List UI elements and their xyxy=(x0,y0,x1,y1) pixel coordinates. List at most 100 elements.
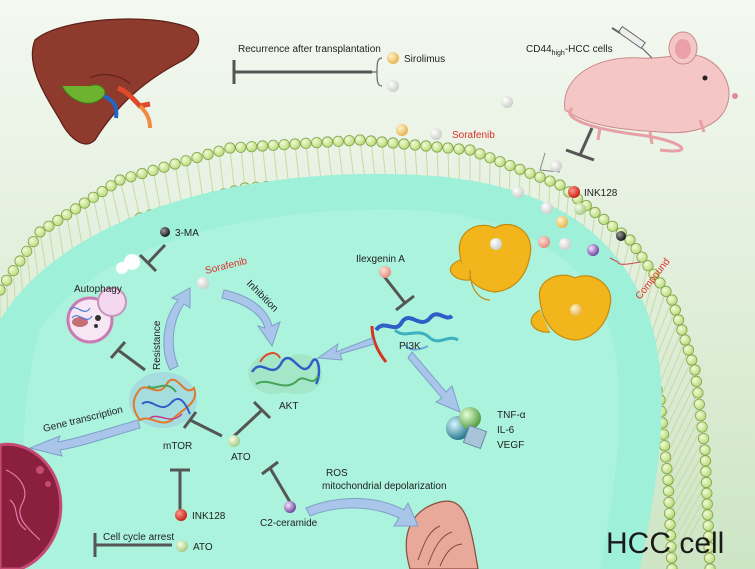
cell-cycle-label: Cell cycle arrest xyxy=(103,532,174,543)
membrane-outer-bead xyxy=(699,444,711,456)
membrane-outer-bead xyxy=(300,137,312,149)
membrane-outer-bead xyxy=(624,234,636,246)
3ma-molecule xyxy=(160,227,170,237)
arrow-pi3k-to-akt xyxy=(316,337,375,361)
membrane-inner-bead xyxy=(665,552,678,564)
membrane-outer-bead xyxy=(524,167,536,179)
membrane-outer-bead xyxy=(7,265,19,277)
membrane-inner-bead xyxy=(664,529,677,542)
dna-helix-3ma xyxy=(69,307,93,320)
membrane-outer-bead xyxy=(702,520,714,532)
mtor-protein xyxy=(129,372,197,428)
inhib-c2-ato xyxy=(268,467,292,503)
inhib-ato-akt xyxy=(230,408,264,440)
tnf-label: TNF-α xyxy=(497,410,526,421)
membrane-outer-bead xyxy=(660,285,672,297)
arrow-gene-transcription xyxy=(28,419,141,457)
sorafenib-molecule-inner xyxy=(197,277,209,289)
membrane-outer-bead xyxy=(676,324,688,336)
mtor-label: mTOR xyxy=(163,441,192,452)
membrane-outer-bead xyxy=(702,530,715,543)
mouse-illustration xyxy=(564,25,738,153)
membrane-outer-bead xyxy=(702,509,714,521)
membrane-outer-bead xyxy=(105,180,117,192)
membrane-outer-bead xyxy=(158,161,170,173)
akt-label: AKT xyxy=(279,401,298,412)
resistance-label: Resistance xyxy=(152,320,163,370)
membrane-outer-bead xyxy=(311,137,323,149)
membrane-outer-bead xyxy=(431,141,443,153)
membrane-outer-bead xyxy=(246,141,258,153)
syringe-icon xyxy=(611,25,653,59)
membrane-outer-bead xyxy=(636,251,648,263)
membrane-outer-bead xyxy=(464,144,476,156)
membrane-outer-bead xyxy=(52,214,64,226)
free-molecule xyxy=(541,202,553,214)
membrane-outer-bead xyxy=(420,140,432,152)
membrane-inner-bead xyxy=(664,518,676,531)
inhib-ilexgenin xyxy=(381,274,407,304)
free-molecule xyxy=(512,186,524,198)
membrane-outer-bead xyxy=(630,243,642,255)
membrane-outer-bead xyxy=(289,138,301,150)
membrane-outer-bead xyxy=(256,140,269,152)
membrane-outer-bead xyxy=(354,134,366,146)
molecules xyxy=(160,52,626,552)
membrane-outer-bead xyxy=(474,148,486,160)
membrane-outer-bead xyxy=(96,186,108,198)
il6-label: IL-6 xyxy=(497,425,515,436)
nucleus xyxy=(0,442,63,569)
hcc-cell-label: HCC cell xyxy=(606,527,724,560)
membrane-outer-bead xyxy=(202,148,214,160)
ink128-molecule-outer xyxy=(568,186,580,198)
membrane-outer-bead xyxy=(534,171,546,183)
membrane-outer-bead xyxy=(235,141,247,153)
sirolimus-label: Sirolimus xyxy=(404,54,445,65)
membrane-inner-bead xyxy=(665,541,677,553)
sirolimus-molecule-2 xyxy=(387,80,399,92)
compound-bracket xyxy=(609,257,641,265)
membrane-outer-bead xyxy=(278,139,290,151)
membrane-outer-bead xyxy=(43,220,55,232)
arrow-resistance xyxy=(163,287,191,371)
free-molecule xyxy=(501,96,513,108)
free-molecule xyxy=(550,160,562,172)
membrane-outer-bead xyxy=(180,155,192,167)
membrane-outer-bead xyxy=(654,277,666,289)
sirolimus-bracket xyxy=(372,57,383,87)
membrane-outer-bead xyxy=(321,136,334,148)
free-molecule xyxy=(556,216,568,228)
membrane-outer-bead xyxy=(78,197,91,209)
cytokine-cluster xyxy=(446,407,488,450)
c2-ceramide-molecule xyxy=(284,501,296,513)
sirolimus-molecule xyxy=(387,52,399,64)
membrane-outer-bead xyxy=(686,354,698,366)
mitochondrion xyxy=(405,500,479,569)
c2-ceramide-label: C2-ceramide xyxy=(260,518,318,529)
membrane-outer-bead xyxy=(701,498,713,510)
membrane-outer-bead xyxy=(484,152,496,164)
membrane-inner-bead xyxy=(662,474,674,486)
membrane-outer-bead xyxy=(598,213,610,225)
membrane-outer-bead xyxy=(666,294,678,306)
membrane-outer-bead xyxy=(27,236,39,248)
membrane-outer-bead xyxy=(136,168,148,180)
membrane-outer-bead xyxy=(514,163,526,175)
membrane-outer-bead xyxy=(387,137,399,149)
free-molecule xyxy=(538,236,550,248)
membrane-outer-bead xyxy=(554,179,566,191)
membrane-outer-bead xyxy=(14,255,26,267)
recurrence-label: Recurrence after transplantation xyxy=(238,44,381,55)
membrane-outer-bead xyxy=(398,138,410,150)
membrane-outer-bead xyxy=(191,152,203,164)
ato-bottom-label: ATO xyxy=(193,542,213,553)
ink128-inner-label: INK128 xyxy=(192,511,226,522)
membrane-outer-bead xyxy=(690,375,703,387)
inhib-ink128-mouse xyxy=(578,127,594,156)
sorafenib-molecule-outer xyxy=(396,124,408,136)
membrane-outer-bead xyxy=(672,314,685,326)
membrane-inner-bead xyxy=(660,451,672,463)
membrane-outer-bead xyxy=(169,158,181,170)
